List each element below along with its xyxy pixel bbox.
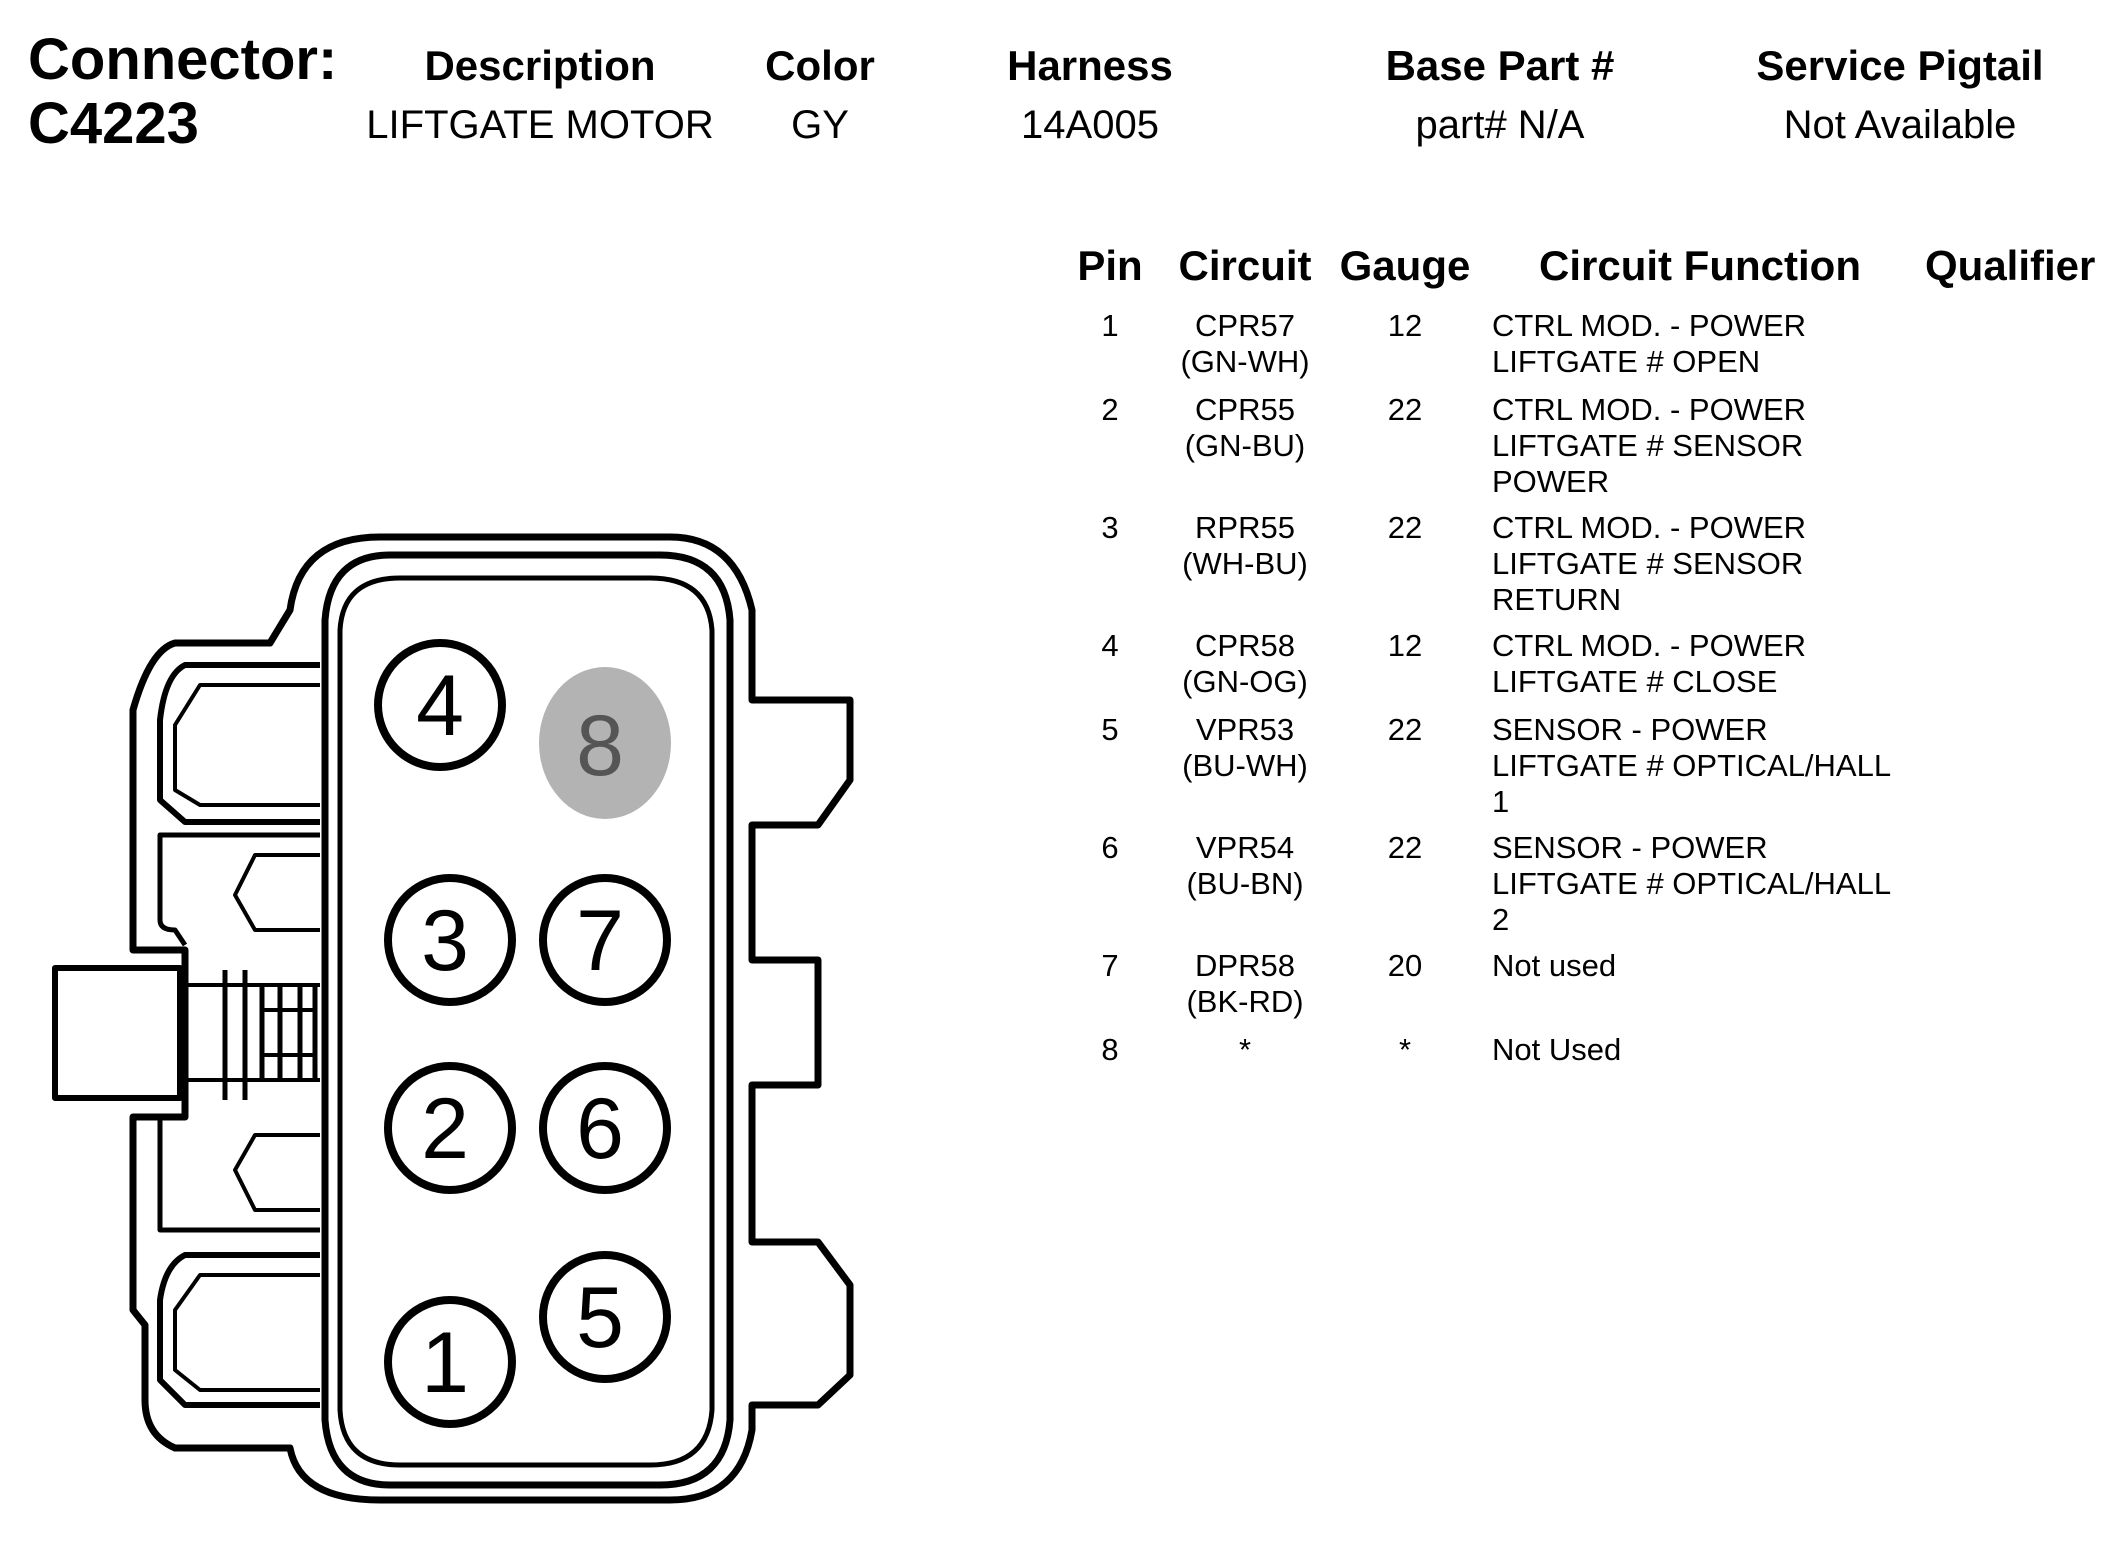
gauge-cell: 22 bbox=[1387, 510, 1423, 545]
color-label: Color bbox=[765, 42, 875, 89]
color-value: GY bbox=[791, 103, 849, 147]
pin-cell: 2 bbox=[1101, 392, 1119, 427]
harness-label: Harness bbox=[1007, 42, 1173, 89]
function-cell: Not Used bbox=[1492, 1032, 1622, 1067]
base-part-value: part# N/A bbox=[1415, 103, 1585, 147]
pin-cell: 4 bbox=[1101, 628, 1119, 663]
pin-2-label: 2 bbox=[421, 1081, 469, 1177]
circuit-cell: * bbox=[1238, 1032, 1252, 1067]
pin-7-label: 7 bbox=[576, 893, 624, 989]
gauge-cell: 20 bbox=[1387, 948, 1423, 983]
function-cell: SENSOR - POWER LIFTGATE # OPTICAL/HALL 1 bbox=[1492, 712, 1892, 819]
pin-cell: 6 bbox=[1101, 830, 1119, 865]
pin-3-cavity bbox=[384, 874, 516, 1006]
gauge-cell: 22 bbox=[1387, 392, 1423, 427]
pin-8-cavity-unused bbox=[539, 667, 671, 819]
pin-7: 7 bbox=[539, 874, 671, 1006]
connector-housing bbox=[52, 533, 854, 1504]
function-cell: CTRL MOD. - POWER LIFTGATE # OPEN bbox=[1492, 308, 1807, 379]
gauge-cell: 22 bbox=[1387, 830, 1423, 865]
circuit-cell: VPR53 (BU-WH) bbox=[1182, 712, 1308, 783]
pin-6: 6 bbox=[539, 1062, 671, 1194]
col-circuit-function: Circuit Function bbox=[1539, 242, 1861, 289]
pin-6-cavity bbox=[539, 1062, 671, 1194]
pin-cell: 7 bbox=[1101, 948, 1119, 983]
connector-title: Connector: C4223 bbox=[28, 28, 337, 156]
pin-2: 2 bbox=[384, 1062, 516, 1194]
pin-8: 8 bbox=[539, 667, 671, 819]
pin-7-cavity bbox=[539, 874, 671, 1006]
col-pin: Pin bbox=[1077, 242, 1143, 289]
connector-id: C4223 bbox=[28, 91, 199, 156]
pin-cell: 3 bbox=[1101, 510, 1119, 545]
pin-4-label: 4 bbox=[416, 658, 464, 754]
pin-5-cavity bbox=[539, 1251, 671, 1383]
base-part-label: Base Part # bbox=[1385, 42, 1615, 89]
pin-cell: 8 bbox=[1101, 1032, 1119, 1067]
gauge-cell: 22 bbox=[1387, 712, 1423, 747]
pin-cell: 5 bbox=[1101, 712, 1119, 747]
function-cell: SENSOR - POWER LIFTGATE # OPTICAL/HALL 2 bbox=[1492, 830, 1892, 937]
pin-6-label: 6 bbox=[576, 1081, 624, 1177]
circuit-cell: RPR55 (WH-BU) bbox=[1182, 510, 1308, 581]
function-cell: CTRL MOD. - POWER LIFTGATE # SENSOR RETU… bbox=[1492, 510, 1807, 617]
pin-1-cavity bbox=[384, 1296, 516, 1428]
pin-cell: 1 bbox=[1101, 308, 1119, 343]
function-cell: CTRL MOD. - POWER LIFTGATE # CLOSE bbox=[1492, 628, 1807, 699]
description-value: LIFTGATE MOTOR bbox=[366, 103, 714, 147]
connector-face-diagram: 4 8 3 7 2 6 1 5 bbox=[52, 533, 854, 1504]
col-circuit: Circuit bbox=[1178, 242, 1312, 289]
pin-3-label: 3 bbox=[421, 893, 469, 989]
col-gauge: Gauge bbox=[1339, 242, 1471, 289]
pin-4-cavity bbox=[374, 639, 506, 771]
pin-5-label: 5 bbox=[576, 1270, 624, 1366]
circuit-cell: CPR58 (GN-OG) bbox=[1182, 628, 1308, 699]
pin-3: 3 bbox=[384, 874, 516, 1006]
service-pigtail-value: Not Available bbox=[1783, 103, 2017, 147]
gauge-cell: 12 bbox=[1387, 308, 1423, 343]
function-cell: Not used bbox=[1492, 948, 1617, 983]
circuit-cell: CPR55 (GN-BU) bbox=[1184, 392, 1306, 463]
description-label: Description bbox=[424, 42, 656, 89]
connector-label: Connector: bbox=[28, 27, 338, 92]
pin-8-label: 8 bbox=[576, 698, 624, 794]
circuit-cell: CPR57 (GN-WH) bbox=[1180, 308, 1310, 379]
circuit-cell: VPR54 (BU-BN) bbox=[1186, 830, 1304, 901]
pin-1: 1 bbox=[384, 1296, 516, 1428]
harness-value: 14A005 bbox=[1021, 103, 1159, 147]
gauge-cell: * bbox=[1398, 1032, 1412, 1067]
pin-4: 4 bbox=[374, 639, 506, 771]
pin-1-label: 1 bbox=[421, 1315, 469, 1411]
pin-5: 5 bbox=[539, 1251, 671, 1383]
col-qualifier: Qualifier bbox=[1925, 242, 2096, 289]
circuit-cell: DPR58 (BK-RD) bbox=[1186, 948, 1304, 1019]
function-cell: CTRL MOD. - POWER LIFTGATE # SENSOR POWE… bbox=[1492, 392, 1807, 499]
pin-2-cavity bbox=[384, 1062, 516, 1194]
gauge-cell: 12 bbox=[1387, 628, 1423, 663]
service-pigtail-label: Service Pigtail bbox=[1756, 42, 2044, 89]
